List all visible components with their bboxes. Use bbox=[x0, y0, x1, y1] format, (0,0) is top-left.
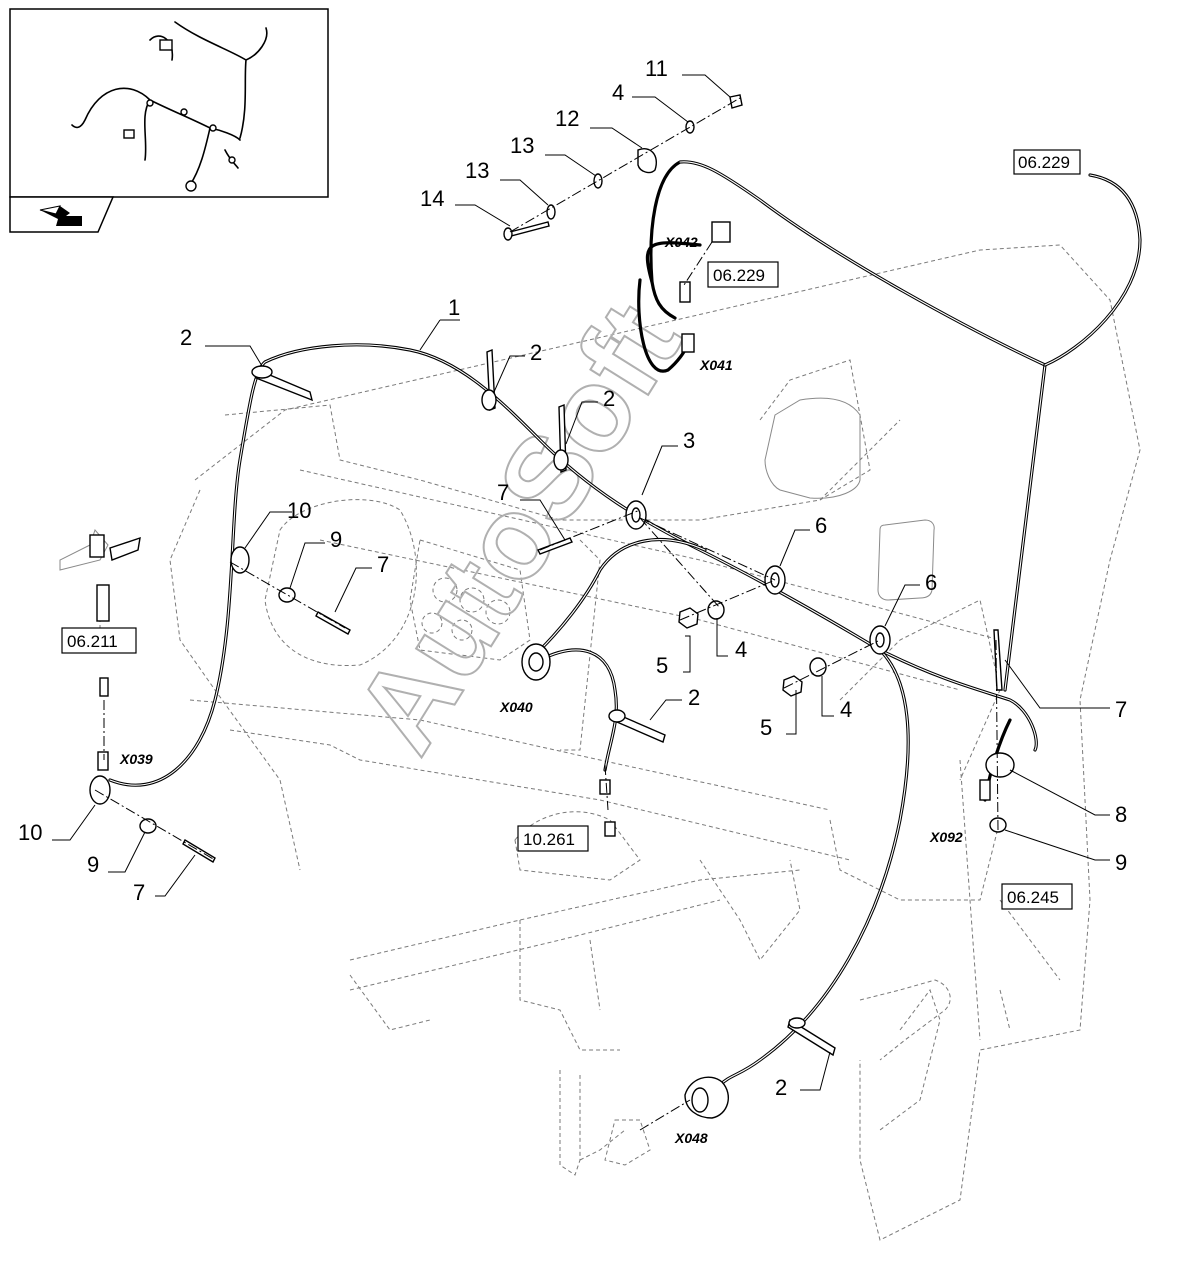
connector-labels: X042 X041 X040 X039 X092 X048 bbox=[119, 234, 963, 1146]
callout-2: 2 bbox=[603, 386, 615, 411]
callout-2: 2 bbox=[775, 1075, 787, 1100]
connector-label-x040: X040 bbox=[499, 699, 533, 715]
callout-7: 7 bbox=[497, 480, 509, 505]
connector-x092-icon bbox=[979, 779, 991, 801]
callout-2: 2 bbox=[530, 340, 542, 365]
callout-13: 13 bbox=[510, 133, 534, 158]
callout-4: 4 bbox=[612, 80, 624, 105]
connector-label-x041: X041 bbox=[699, 357, 733, 373]
callout-13: 13 bbox=[465, 158, 489, 183]
reference-box-06229-mid[interactable]: 06.229 bbox=[707, 261, 779, 288]
svg-text:10.261: 10.261 bbox=[523, 830, 575, 849]
callout-14: 14 bbox=[420, 186, 444, 211]
assembly-axes bbox=[94, 97, 999, 1131]
connector-label-x042: X042 bbox=[664, 234, 698, 250]
reference-box-06229-top[interactable]: 06.229 bbox=[1013, 149, 1081, 175]
callout-2: 2 bbox=[688, 685, 700, 710]
callout-10: 10 bbox=[18, 820, 42, 845]
callout-4: 4 bbox=[735, 637, 747, 662]
reference-box-10261[interactable]: 10.261 bbox=[517, 825, 589, 852]
svg-text:06.229: 06.229 bbox=[713, 266, 765, 285]
callout-11: 11 bbox=[645, 56, 668, 81]
callout-5: 5 bbox=[656, 653, 668, 678]
electrical-connectors[interactable] bbox=[89, 221, 991, 1119]
connector-x041-icon bbox=[681, 333, 695, 353]
callout-9: 9 bbox=[1115, 850, 1127, 875]
connector-label-x092: X092 bbox=[929, 829, 963, 845]
callout-6: 6 bbox=[815, 513, 827, 538]
connector-x042-icon bbox=[711, 221, 731, 243]
callout-7: 7 bbox=[133, 880, 145, 905]
callout-7: 7 bbox=[1115, 697, 1127, 722]
callout-5: 5 bbox=[760, 715, 772, 740]
reference-box-06245[interactable]: 06.245 bbox=[1001, 883, 1073, 910]
callout-4: 4 bbox=[840, 697, 852, 722]
callout-3: 3 bbox=[683, 428, 695, 453]
callout-10: 10 bbox=[287, 498, 311, 523]
callout-1: 1 bbox=[448, 295, 460, 320]
connector-label-x048: X048 bbox=[674, 1130, 708, 1146]
back-navigation-tab[interactable] bbox=[9, 196, 115, 233]
reference-box-06211[interactable]: 06.211 bbox=[61, 627, 137, 654]
callout-7: 7 bbox=[377, 552, 389, 577]
callout-9: 9 bbox=[87, 852, 99, 877]
svg-text:06.245: 06.245 bbox=[1007, 888, 1059, 907]
chassis-outline bbox=[59, 244, 1141, 1241]
connector-x039-icon bbox=[97, 751, 109, 771]
callout-12: 12 bbox=[555, 106, 579, 131]
svg-text:06.229: 06.229 bbox=[1018, 153, 1070, 172]
callout-6: 6 bbox=[925, 570, 937, 595]
callout-9: 9 bbox=[330, 527, 342, 552]
svg-text:06.211: 06.211 bbox=[67, 632, 118, 651]
overview-thumbnail[interactable] bbox=[9, 8, 329, 198]
connector-label-x039: X039 bbox=[119, 751, 153, 767]
callout-2: 2 bbox=[180, 325, 192, 350]
main-harness-cable bbox=[108, 160, 1142, 1087]
callout-8: 8 bbox=[1115, 802, 1127, 827]
leader-lines bbox=[52, 74, 1110, 1091]
callout-numbers: 1 2 2 2 2 2 3 4 4 4 5 5 6 6 7 7 7 7 8 9 … bbox=[18, 56, 1127, 1100]
